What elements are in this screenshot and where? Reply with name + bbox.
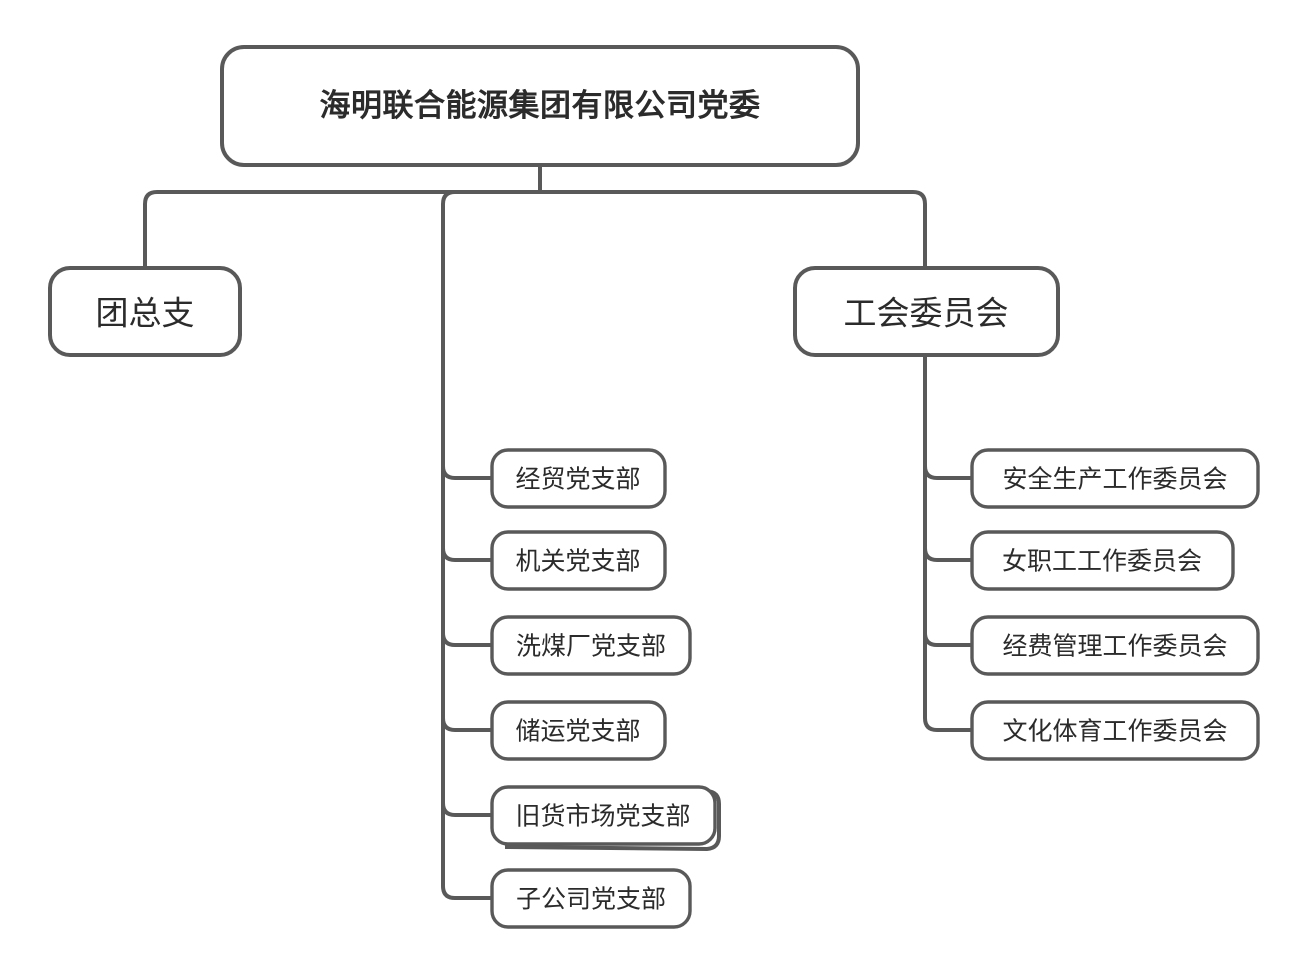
node-party-branch-6[interactable]: 子公司党支部 [490,868,692,929]
connector-branch-stub-1 [441,465,492,480]
node-party-branch-1[interactable]: 经贸党支部 [490,448,667,509]
node-party-branch-3[interactable]: 洗煤厂党支部 [490,615,692,676]
node-party-branch-3-box [490,615,692,676]
node-union-sub-2[interactable]: 女职工工作委员会 [970,530,1235,591]
connector-committee-stub-3 [923,632,972,647]
node-youth-league-box [48,266,242,357]
node-youth-league[interactable]: 团总支 [48,266,242,357]
connector-layer [143,165,972,900]
node-party-branch-2[interactable]: 机关党支部 [490,530,667,591]
node-party-branch-1-box [490,448,667,509]
node-root-label: 海明联合能源集团有限公司党委 [320,88,761,124]
connector-committee-stub-1 [923,465,972,480]
node-union-sub-4-label: 文化体育工作委员会 [1002,717,1227,746]
node-union-sub-1-box [970,448,1260,509]
connector-union-trunk [923,355,972,732]
node-party-branch-5[interactable]: 旧货市场党支部 [490,785,721,851]
node-union-sub-3[interactable]: 经费管理工作委员会 [970,615,1260,676]
node-party-branch-5-box [490,785,717,846]
node-party-branch-4-label: 储运党支部 [515,717,640,746]
node-party-branch-5-label: 旧货市场党支部 [515,802,690,831]
node-party-branch-3-label: 洗煤厂党支部 [516,632,666,661]
node-union-sub-3-label: 经费管理工作委员会 [1002,632,1227,661]
node-party-branch-4-box [490,700,667,761]
node-union-sub-2-box [970,530,1235,591]
node-party-branch-2-label: 机关党支部 [515,547,640,576]
connector-middle-trunk [441,190,492,900]
node-party-branch-6-label: 子公司党支部 [516,885,666,914]
node-party-branch-4[interactable]: 储运党支部 [490,700,667,761]
node-root[interactable]: 海明联合能源集团有限公司党委 [220,45,860,167]
node-party-branch-2-box [490,530,667,591]
node-party-branch-6-box [490,868,692,929]
connector-branch-stub-4 [441,717,492,732]
node-union-sub-2-label: 女职工工作委员会 [1002,547,1202,576]
node-union-sub-4-box [970,700,1260,761]
node-union-committee-box [793,266,1060,357]
connector-committee-stub-2 [923,547,972,562]
node-union-sub-3-box [970,615,1260,676]
node-union-sub-1[interactable]: 安全生产工作委员会 [970,448,1260,509]
node-union-sub-1-label: 安全生产工作委员会 [1002,465,1227,494]
connector-bus-right [540,190,927,268]
connector-branch-stub-5 [441,802,492,817]
node-union-committee-label: 工会委员会 [844,294,1009,333]
node-party-branch-1-label: 经贸党支部 [515,465,640,494]
node-union-committee[interactable]: 工会委员会 [793,266,1060,357]
node-root-box [220,45,860,167]
connector-bus-left [143,190,540,268]
connector-branch-stub-2 [441,547,492,562]
connector-branch-stub-3 [441,632,492,647]
node-youth-league-label: 团总支 [96,294,195,333]
node-union-sub-4[interactable]: 文化体育工作委员会 [970,700,1260,761]
